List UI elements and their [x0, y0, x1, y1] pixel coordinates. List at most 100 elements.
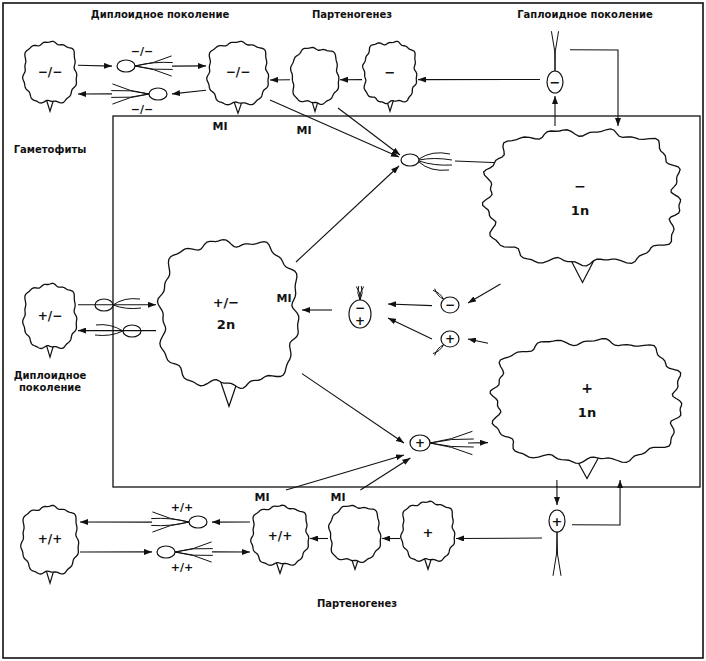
genotype-label: − — [574, 179, 586, 193]
thallus-blade — [21, 505, 79, 574]
flagellum — [555, 31, 559, 71]
flagellum — [175, 548, 213, 552]
flagellum — [112, 84, 149, 94]
thallus-blade — [207, 41, 269, 104]
cell-body — [349, 300, 371, 328]
flagellum — [96, 325, 123, 331]
genotype-label: − — [385, 66, 396, 79]
arrow-connector — [172, 65, 206, 66]
cell: +/+ — [152, 500, 212, 532]
arrow-connector — [468, 284, 501, 303]
cell: −/− — [112, 44, 172, 76]
meiosis-label: MI — [330, 492, 345, 503]
thallus: MI — [328, 490, 382, 570]
arrow-connector — [570, 50, 618, 126]
meiosis-arrows — [270, 100, 505, 262]
genotype-label: 1n — [571, 204, 589, 217]
genotype-label: −/− — [131, 46, 153, 57]
thallus-stalk — [276, 563, 283, 574]
arrow-connector — [286, 455, 404, 490]
meiosis-arrow — [270, 100, 399, 157]
genotype-label: 1n — [578, 406, 596, 419]
flagellum — [111, 94, 149, 98]
cell-body — [441, 297, 459, 313]
arrow-connector — [572, 480, 620, 525]
thallus-stalk — [46, 571, 53, 583]
arrow-connector — [212, 551, 250, 552]
thallus-stalk — [425, 559, 432, 570]
cell-body — [547, 71, 563, 93]
thallus-outline — [328, 504, 382, 570]
flagellum — [151, 522, 189, 526]
genotype-label: + — [355, 315, 365, 327]
meiosis-label: MI — [296, 125, 311, 136]
genotype-label: − — [445, 299, 455, 311]
flagellum — [135, 66, 172, 76]
arrow-connector — [78, 65, 112, 67]
section-label: Диплоидное поколение — [10, 370, 90, 394]
arrow-connector — [556, 480, 557, 505]
meiosis-label: MI — [254, 492, 269, 503]
cell-body — [157, 546, 175, 558]
flagellum — [419, 162, 449, 170]
thallus-blade — [23, 283, 77, 348]
genotype-label: +/+ — [38, 533, 63, 545]
cell-body — [149, 88, 167, 100]
outer-border — [3, 3, 703, 658]
flagellum — [553, 532, 557, 576]
arrow-connector — [78, 304, 156, 305]
section-label: Гаплоидное поколение — [517, 9, 653, 21]
flagellum — [135, 62, 173, 66]
section-label: Гаметофиты — [14, 144, 87, 156]
thallus-blade — [251, 505, 309, 565]
genotype-label: −/− — [131, 104, 153, 115]
genotype-label: + — [445, 333, 455, 345]
cell: + — [542, 505, 572, 571]
cell: −/− — [112, 84, 172, 116]
cell-outline — [404, 428, 468, 458]
cell-body — [117, 60, 135, 72]
gametophyte-frame — [113, 116, 700, 487]
arrow-connector — [302, 309, 332, 310]
arrow-connector — [388, 318, 432, 339]
flagellum — [419, 159, 452, 161]
thallus-blade — [401, 501, 455, 561]
section-label: Партеногенез — [312, 9, 392, 21]
arrow-connector — [80, 551, 152, 552]
thallus-blade — [157, 240, 298, 389]
thallus-outline — [290, 46, 340, 112]
cell-body — [189, 516, 207, 528]
flagellum — [113, 299, 140, 305]
genotype-label: +/− — [213, 296, 240, 309]
arrow-connector — [78, 330, 156, 331]
thallus-blade — [483, 129, 681, 266]
cell: − — [432, 290, 468, 316]
genotype-label: + — [415, 437, 425, 449]
arrow-connector — [554, 96, 555, 126]
flagellum — [95, 331, 123, 336]
thallus-blade — [329, 505, 381, 562]
thallus: + — [400, 500, 456, 570]
genotype-label: − — [550, 76, 561, 89]
thallus: +1n — [488, 336, 686, 480]
cell: + — [432, 326, 468, 352]
meiosis-arrow — [296, 166, 399, 262]
meiosis-label: MI — [212, 121, 227, 132]
thallus-blade — [363, 41, 417, 103]
thallus: −/−MI — [206, 40, 270, 114]
cell: − — [540, 30, 570, 96]
cell-body — [549, 510, 565, 532]
thallus: +/+ — [20, 504, 80, 584]
cell: +/+ — [152, 542, 212, 574]
genotype-label: + — [581, 381, 593, 395]
flagellum — [152, 512, 189, 522]
arrow-connector — [382, 538, 400, 539]
cell: −+ — [332, 290, 388, 330]
arrow-connector — [340, 79, 362, 80]
thallus: − 1n — [480, 126, 685, 284]
thallus: +/− — [22, 282, 78, 358]
cell-body — [410, 435, 430, 451]
meiosis-label: MI — [276, 293, 291, 304]
genotype-label: +/− — [38, 310, 63, 322]
